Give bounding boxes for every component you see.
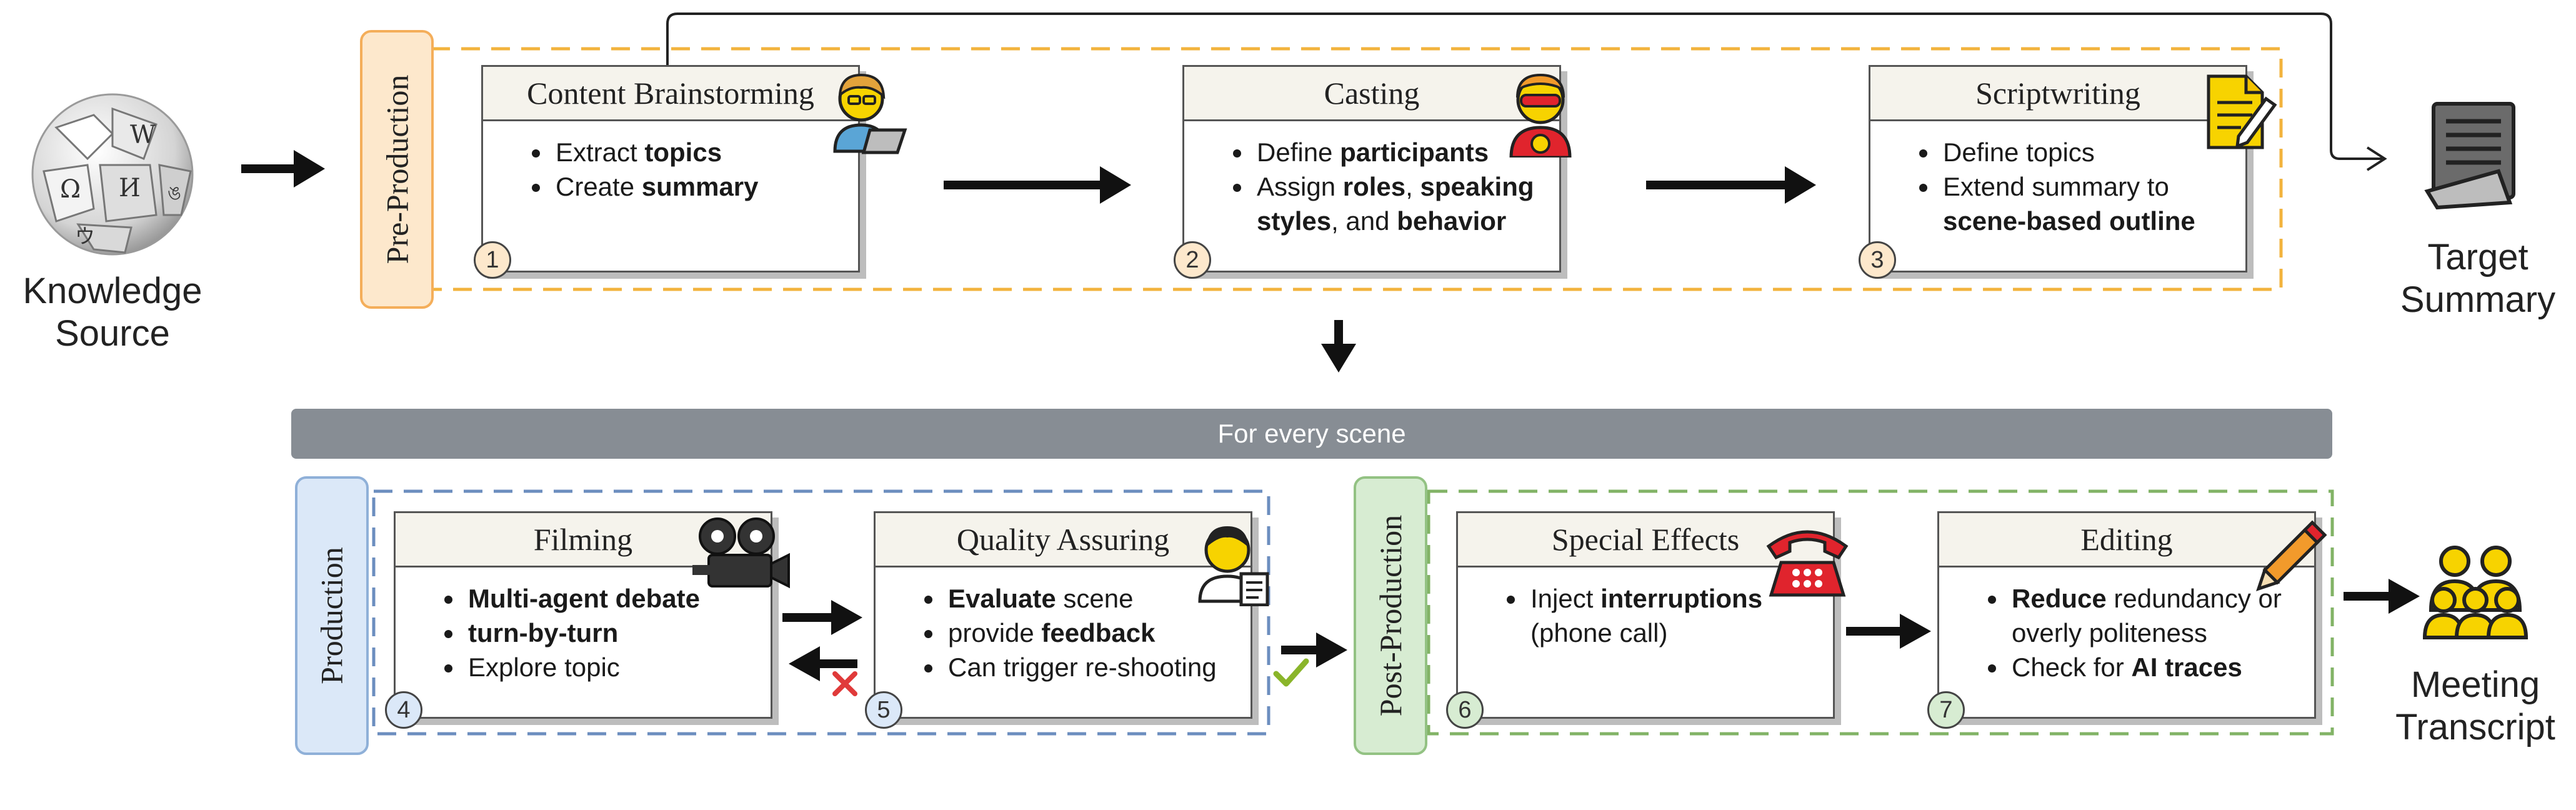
bullet-item: Define participants (1253, 135, 1559, 169)
pre-production-label: Pre-Production (360, 30, 434, 309)
step-number: 5 (865, 691, 902, 729)
arrow-step4-to-step5 (782, 600, 862, 635)
bullet-item: Explore topic (464, 650, 771, 684)
step-card-special-effects: Special Effects Inject interruptions (ph… (1456, 511, 1835, 719)
arrow-step6-to-step7 (1846, 614, 1931, 649)
person-with-document-icon (1196, 519, 1271, 607)
step-title: Content Brainstorming (483, 67, 858, 121)
arrow-source-to-preproduction (241, 150, 325, 188)
people-group-icon (2422, 540, 2529, 640)
arrow-down-to-scenes (1321, 320, 1356, 372)
summary-flow-line (666, 12, 2382, 160)
bullet-item: Can trigger re-shooting (944, 650, 1251, 684)
step-number: 2 (1174, 241, 1211, 279)
reject-cross-icon (832, 671, 857, 696)
step-title: Scriptwriting (1870, 67, 2245, 121)
for-every-scene-banner: For every scene (291, 409, 2332, 459)
svg-text:ウ: ウ (75, 224, 95, 248)
svg-text:W: W (130, 121, 156, 149)
arrow-step2-to-step3 (1646, 166, 1816, 204)
bullet-item: Assign roles, speaking styles, and behav… (1253, 169, 1559, 238)
svg-text:ঙ: ঙ (167, 182, 181, 204)
bullet-item: Extract topics (552, 135, 858, 169)
arrow-step5-to-step4 (789, 646, 857, 681)
arrow-step7-to-transcript (2344, 579, 2420, 614)
bullet-item: Multi-agent debate (464, 581, 771, 616)
step-bullets: Reduce redundancy or overly politenessCh… (1939, 581, 2314, 684)
step-number: 4 (385, 691, 422, 729)
step-card-content-brainstorming: Content Brainstorming Extract topicsCrea… (481, 65, 860, 272)
step-card-scriptwriting: Scriptwriting Define topicsExtend summar… (1869, 65, 2247, 272)
post-production-label: Post-Production (1354, 476, 1427, 755)
document-icon (2422, 98, 2529, 210)
step-number: 7 (1927, 691, 1965, 729)
post-production-group-box (1427, 489, 2334, 736)
step-title: Casting (1184, 67, 1559, 121)
step-card-casting: Casting Define participantsAssign roles,… (1182, 65, 1561, 272)
step-title: Special Effects (1458, 513, 1833, 568)
step-card-quality-assuring: Quality Assuring Evaluate sceneprovide f… (874, 511, 1252, 719)
step-card-editing: Editing Reduce redundancy or overly poli… (1937, 511, 2316, 719)
step-number: 6 (1446, 691, 1484, 729)
movie-camera-icon (692, 515, 792, 596)
person-with-laptop-icon (829, 70, 910, 158)
accept-check-icon (1273, 658, 1309, 687)
bullet-item: Inject interruptions (phone call) (1527, 581, 1833, 650)
bullet-item: Extend summary to scene-based outline (1939, 169, 2245, 238)
step-bullets: Define participantsAssign roles, speakin… (1184, 135, 1559, 238)
bullet-item: Evaluate scene (944, 581, 1251, 616)
bullet-item: turn-by-turn (464, 616, 771, 650)
superhero-icon (1506, 70, 1575, 159)
knowledge-source-label: Knowledge Source (22, 271, 202, 354)
svg-text:Ω: Ω (60, 175, 81, 204)
step-number: 1 (474, 241, 511, 279)
step-bullets: Multi-agent debateturn-by-turnExplore to… (396, 581, 771, 684)
wikipedia-globe-icon: W Ω И ウ ঙ (19, 90, 206, 259)
bullet-item: provide feedback (944, 616, 1251, 650)
arrow-step1-to-step2 (944, 166, 1131, 204)
target-summary-label: Target Summary (2400, 237, 2556, 320)
step-bullets: Evaluate sceneprovide feedbackCan trigge… (876, 581, 1251, 684)
svg-text:И: И (119, 174, 141, 202)
step-title: Quality Assuring (876, 513, 1251, 568)
bullet-item: Reduce redundancy or overly politeness (2008, 581, 2314, 650)
memo-pencil-icon (2202, 71, 2277, 152)
arrow-production-to-postproduction (1281, 632, 1347, 668)
pencil-icon (2254, 519, 2329, 594)
bullet-item: Check for AI traces (2008, 650, 2314, 684)
step-title: Editing (1939, 513, 2314, 568)
meeting-transcript-label: Meeting Transcript (2395, 664, 2555, 748)
production-label: Production (295, 476, 369, 755)
step-number: 3 (1859, 241, 1896, 279)
summary-flow-arrowhead (2366, 146, 2387, 171)
step-bullets: Inject interruptions (phone call) (1458, 581, 1833, 650)
telephone-icon (1764, 524, 1851, 599)
bullet-item: Create summary (552, 169, 858, 204)
bullet-item: Define topics (1939, 135, 2245, 169)
step-bullets: Extract topicsCreate summary (483, 135, 858, 204)
step-bullets: Define topicsExtend summary to scene-bas… (1870, 135, 2245, 238)
